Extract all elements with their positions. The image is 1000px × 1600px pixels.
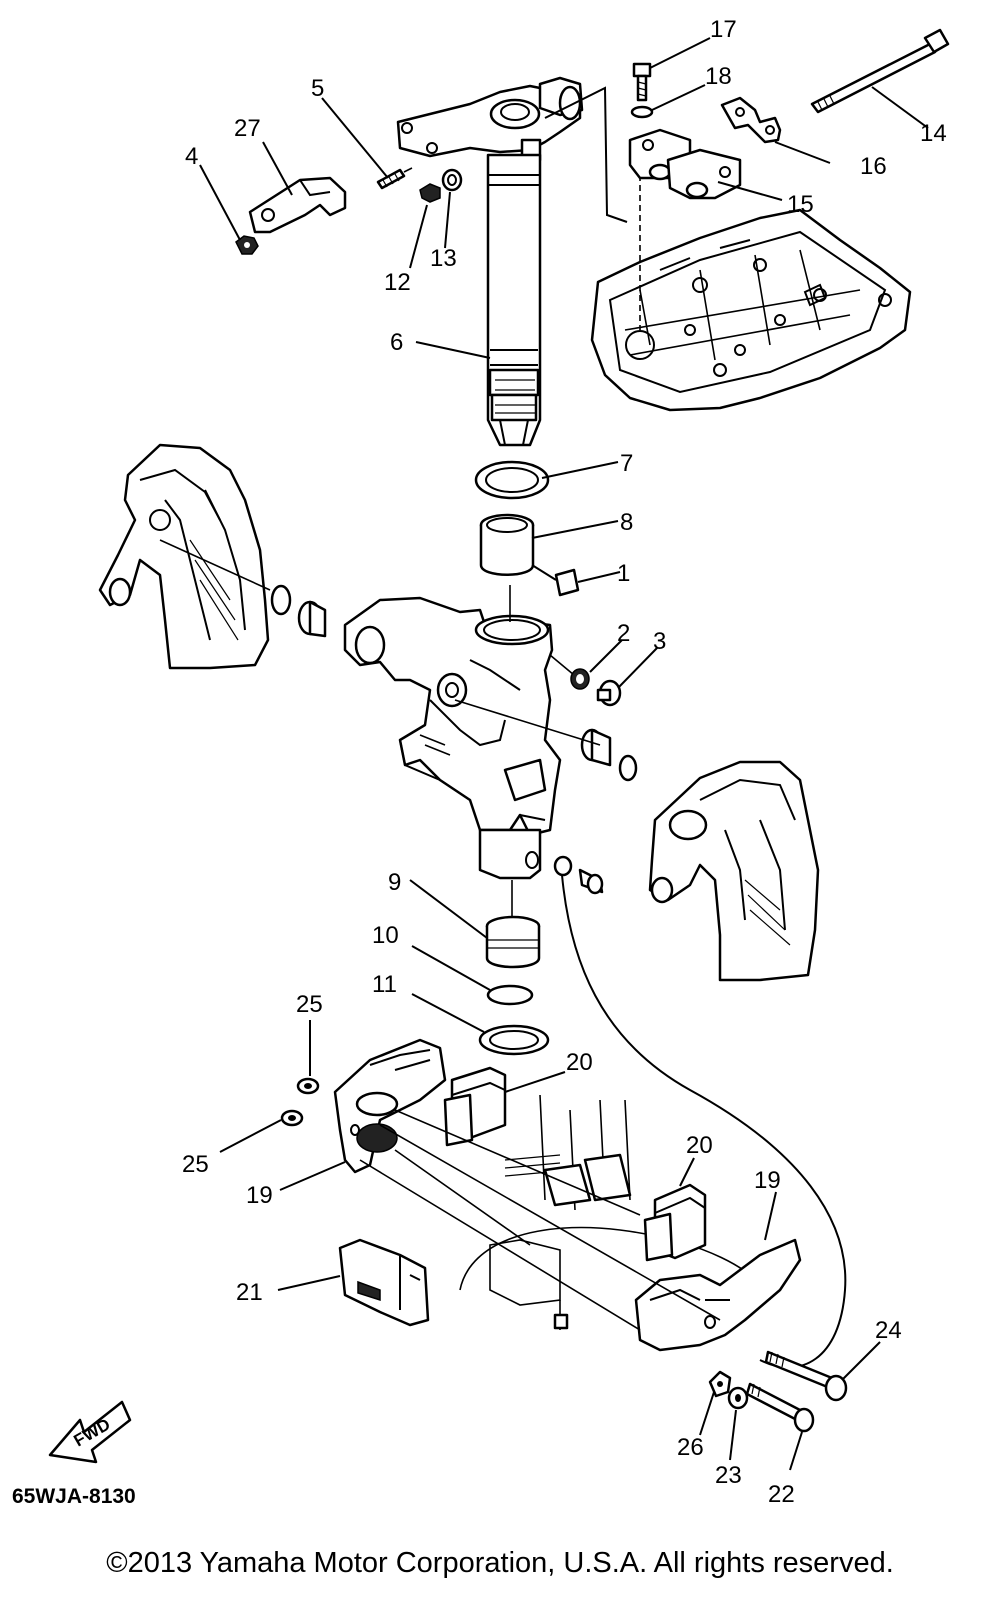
part-19-lower-mount <box>634 1238 802 1352</box>
callout-25-upper: 25 <box>296 991 323 1018</box>
part-26-clip <box>708 1370 732 1398</box>
callout-21: 21 <box>236 1279 263 1306</box>
lower-case-outline <box>459 1094 771 1330</box>
left-clamp-bracket <box>98 443 270 670</box>
part-15-clamp <box>628 128 742 200</box>
callout-27: 27 <box>234 115 261 142</box>
part-22-bolt <box>745 1382 815 1433</box>
callout-26: 26 <box>677 1434 704 1461</box>
part-4-nut <box>235 235 259 255</box>
callout-12: 12 <box>384 269 411 296</box>
part-27-bracket <box>248 176 347 234</box>
part-25-washer-upper <box>296 1077 320 1095</box>
callout-10: 10 <box>372 922 399 949</box>
part-23-washer <box>727 1386 749 1410</box>
part-9-bushing <box>485 915 541 969</box>
fwd-arrow-icon: FWD <box>48 1400 132 1464</box>
callout-24: 24 <box>875 1317 902 1344</box>
callout-3: 3 <box>653 628 666 655</box>
diagram-code: 65WJA-8130 <box>12 1485 136 1508</box>
swivel-bracket <box>343 596 562 880</box>
leader-lines <box>199 37 929 1471</box>
part-19-upper-mount <box>333 1038 447 1174</box>
part-3-bolt <box>596 679 622 707</box>
callout-23: 23 <box>715 1462 742 1489</box>
callout-4: 4 <box>185 143 198 170</box>
swivel-bottom-bolt <box>553 855 604 895</box>
callout-8: 8 <box>620 509 633 536</box>
part-5-stud <box>376 167 413 190</box>
part-13-washer <box>441 168 463 192</box>
right-washer <box>618 754 638 782</box>
steering-bracket-head <box>396 76 584 162</box>
part-25-washer-lower <box>280 1109 304 1127</box>
callout-17: 17 <box>710 16 737 43</box>
part-11-seal <box>478 1024 550 1056</box>
callout-19-right: 19 <box>754 1167 781 1194</box>
copyright-notice: ©2013 Yamaha Motor Corporation, U.S.A. A… <box>106 1547 894 1579</box>
callout-9: 9 <box>388 869 401 896</box>
callout-13: 13 <box>430 245 457 272</box>
part-20-mount-lower <box>643 1183 707 1262</box>
part-18-washer <box>630 105 654 119</box>
callout-labels: 1 2 3 4 5 6 7 8 9 10 11 12 13 14 15 16 1… <box>182 16 947 1508</box>
callout-1: 1 <box>617 560 630 587</box>
part-20-mount-upper <box>443 1066 507 1147</box>
part-1-clip <box>531 564 580 597</box>
right-bushing <box>580 728 612 767</box>
part-2-collar <box>570 668 590 690</box>
part-17-bolt <box>632 62 652 102</box>
bottom-cowling-plate <box>590 208 912 412</box>
part-12-nut <box>419 183 441 203</box>
callout-18: 18 <box>705 63 732 90</box>
callout-19-left: 19 <box>246 1182 273 1209</box>
callout-15: 15 <box>787 191 814 218</box>
callout-5: 5 <box>311 75 324 102</box>
callout-16: 16 <box>860 153 887 180</box>
callout-2: 2 <box>617 620 630 647</box>
part-21-cover <box>338 1238 430 1327</box>
part-10-o-ring <box>486 984 534 1006</box>
part-24-bolt <box>764 1350 848 1402</box>
callout-20-upper: 20 <box>566 1049 593 1076</box>
callout-14: 14 <box>920 120 947 147</box>
callout-6: 6 <box>390 329 403 356</box>
callout-7: 7 <box>620 450 633 477</box>
part-14-long-bolt <box>810 28 950 114</box>
callout-20-lower: 20 <box>686 1132 713 1159</box>
steering-shaft <box>486 153 542 447</box>
part-7-ring <box>474 460 550 500</box>
right-clamp-bracket <box>648 760 820 982</box>
callout-22: 22 <box>768 1481 795 1508</box>
callout-25-lower: 25 <box>182 1151 209 1178</box>
callout-11: 11 <box>372 971 397 998</box>
part-16-plate <box>720 96 782 144</box>
left-washer <box>270 584 292 616</box>
left-bushing <box>297 600 327 638</box>
part-8-bushing <box>479 513 535 576</box>
